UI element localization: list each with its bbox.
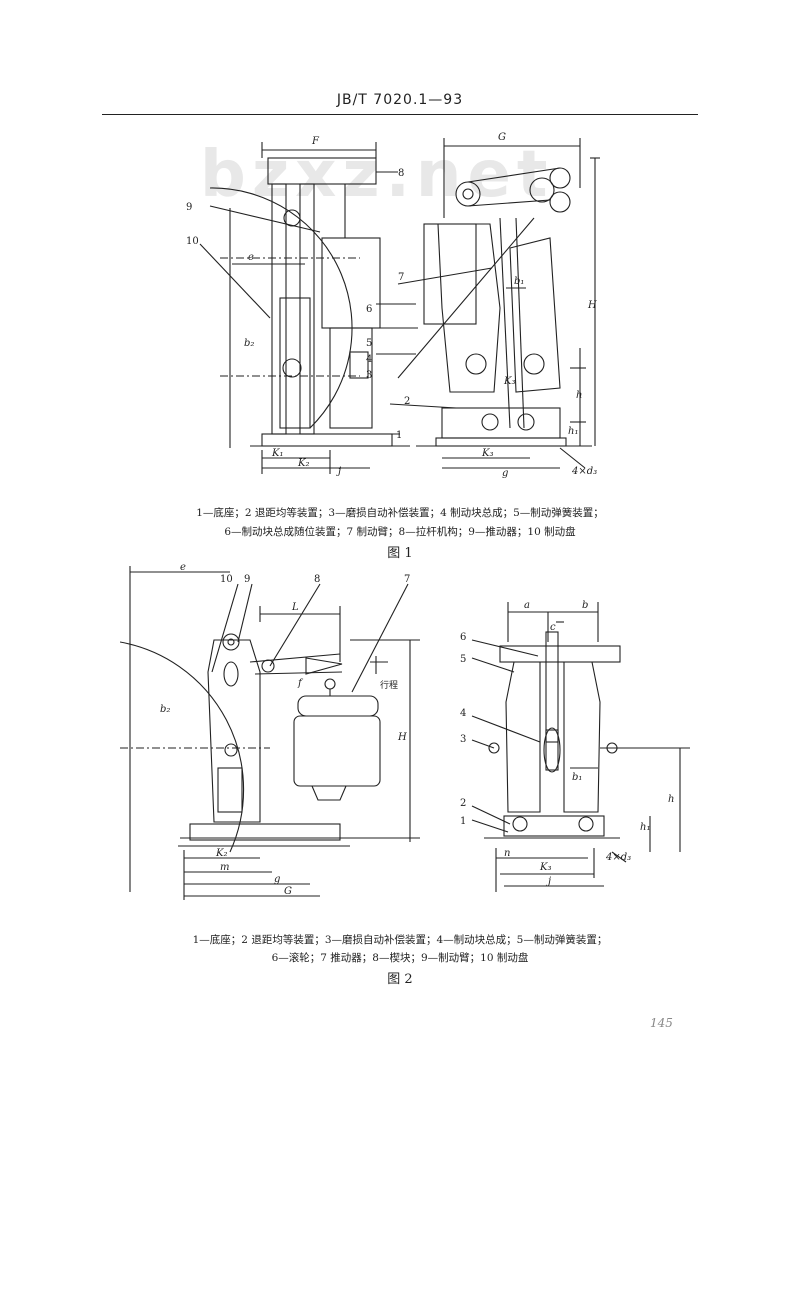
fig2-dim-h1: h₁ — [640, 822, 650, 833]
fig1-dim-K3: K₃ — [481, 448, 493, 459]
fig1-callout-10: 10 — [186, 236, 199, 247]
fig1-dim-b1: b₁ — [514, 276, 524, 287]
fig2-dim-j: j — [546, 876, 551, 887]
fig1-dim-b2: b₂ — [244, 338, 254, 349]
fig1-dim-G: G — [498, 132, 506, 143]
fig2-dim-b: b — [582, 600, 588, 611]
fig2-callout-10: 10 — [220, 574, 233, 585]
fig1-dim-holes: 4×d₃ — [571, 466, 597, 477]
fig1-callout-2: 2 — [404, 396, 410, 407]
fig1-callout-7: 7 — [398, 272, 404, 283]
fig1-dim-K3-upper: K₃ — [503, 376, 515, 387]
fig2-dim-K2: K₂ — [215, 848, 227, 859]
fig2-dim-stroke: 行程 — [380, 679, 398, 691]
figure-2-caption-line-1: 1—底座；2 退距均等装置；3—磨损自动补偿装置；4—制动块总成；5—制动弹簧装… — [192, 934, 608, 946]
fig2-callout-4: 4 — [460, 708, 466, 719]
fig2-callout-3: 3 — [460, 734, 466, 745]
figure-2-caption-line-2: 6—滚轮；7 推动器；8—楔块；9—制动臂；10 制动盘 — [271, 952, 529, 964]
fig2-dim-H: H — [397, 732, 407, 743]
fig2-dim-n: n — [504, 848, 510, 859]
fig1-callout-8: 8 — [398, 168, 404, 179]
fig1-callout-6: 6 — [366, 304, 372, 315]
fig2-dim-g: g — [274, 874, 280, 885]
fig1-callout-4: 4 — [366, 354, 372, 365]
fig2-callout-7: 7 — [404, 574, 410, 585]
fig1-dim-K1: K₁ — [271, 448, 283, 459]
fig2-dim-c: c — [550, 622, 556, 633]
fig1-dim-H: H — [587, 300, 597, 311]
fig1-dim-F: F — [311, 136, 320, 147]
fig1-dim-h1: h₁ — [568, 426, 578, 437]
fig2-dim-K3: K₃ — [539, 862, 551, 873]
fig2-callout-9: 9 — [244, 574, 250, 585]
header-rule — [102, 114, 698, 115]
fig1-dim-e: e — [248, 252, 254, 263]
fig2-dim-h: h — [668, 794, 674, 805]
fig2-dim-e: e — [180, 562, 186, 573]
fig2-dim-holes: 4×d₃ — [605, 852, 631, 863]
figure-1-label: 图 1 — [387, 546, 413, 561]
page-number: 145 — [650, 1016, 673, 1030]
fig1-dim-g: g — [502, 468, 508, 479]
fig2-dim-a: a — [524, 600, 530, 611]
fig2-dim-G: G — [284, 886, 292, 897]
fig1-dim-j: j — [336, 466, 341, 477]
fig2-callout-2: 2 — [460, 798, 466, 809]
fig2-dim-b2: b₂ — [160, 704, 170, 715]
fig1-callout-9: 9 — [186, 202, 192, 213]
fig2-dim-b1: b₁ — [572, 772, 582, 783]
figure-1-caption-line-1: 1—底座；2 退距均等装置；3—磨损自动补偿装置；4 制动块总成；5—制动弹簧装… — [196, 507, 604, 519]
fig1-callout-1: 1 — [396, 430, 402, 441]
fig1-dim-K2: K₂ — [297, 458, 309, 469]
fig2-dim-m: m — [220, 862, 229, 873]
page-header: JB/T 7020.1—93 — [336, 92, 464, 108]
figure-1-drawing: 9 10 8 7 6 5 4 3 2 1 F G e b₂ b₁ K₃ H h … — [186, 132, 600, 479]
figure-1-caption-line-2: 6—制动块总成随位装置；7 制动臂；8—拉杆机构；9—推动器；10 制动盘 — [224, 526, 576, 538]
fig1-dim-h: h — [576, 390, 582, 401]
fig2-callout-8: 8 — [314, 574, 320, 585]
figure-2-label: 图 2 — [387, 972, 413, 987]
fig1-callout-3: 3 — [366, 370, 372, 381]
fig2-dim-f: f — [297, 678, 304, 689]
fig1-callout-5: 5 — [366, 338, 372, 349]
fig2-callout-5: 5 — [460, 654, 466, 665]
fig2-callout-6: 6 — [460, 632, 466, 643]
figure-2-drawing: 10 9 8 7 e L f 行程 b₂ H K₂ m g G 6 5 4 3 … — [120, 562, 690, 900]
fig2-dim-L: L — [291, 602, 299, 613]
fig2-callout-1: 1 — [460, 816, 466, 827]
